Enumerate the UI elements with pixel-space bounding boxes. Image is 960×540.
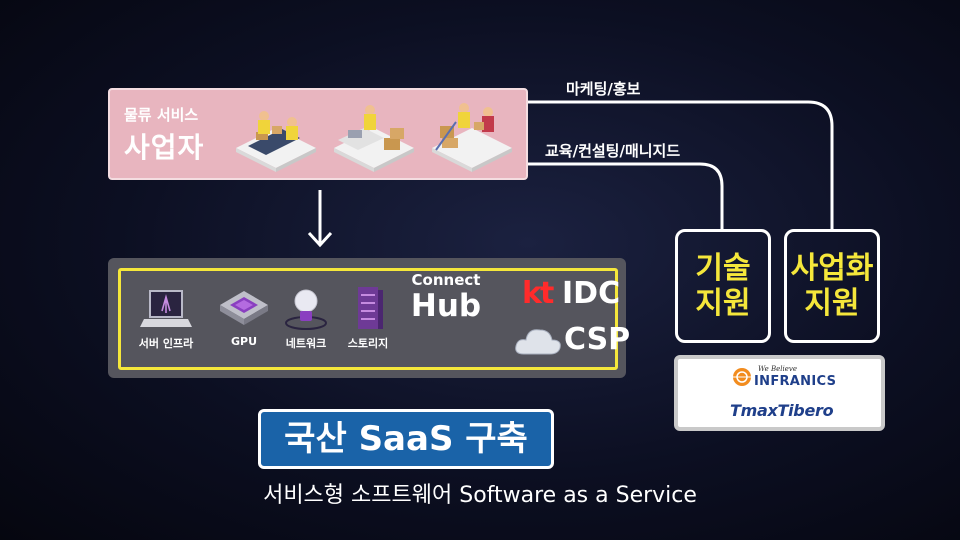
- tech-support-box: 기술 지원: [675, 229, 771, 343]
- provider-label-line2: 사업자: [124, 131, 205, 164]
- connect-hub-bottom: Hub: [410, 288, 482, 324]
- csp-label: CSP: [564, 322, 631, 357]
- infranics-logo-icon: [733, 368, 751, 386]
- business-support-line1: 사업화: [790, 251, 874, 286]
- chip-icon: [220, 291, 268, 325]
- infra-label-storage: 스토리지: [347, 337, 389, 350]
- laptop-icon: [140, 290, 192, 327]
- delivery-worker-icon: [432, 103, 512, 172]
- infrastructure-frame: 서버 인프라 GPU 네트워크: [118, 268, 618, 370]
- logistics-provider-box: 물류 서비스 사업자: [108, 88, 528, 180]
- infra-item-storage: 스토리지: [331, 287, 405, 361]
- infrastructure-box: 서버 인프라 GPU 네트워크: [108, 258, 626, 378]
- kt-logo: kt: [522, 276, 554, 311]
- infra-label-server: 서버 인프라: [138, 337, 194, 350]
- conveyor-worker-icon: [236, 111, 316, 172]
- page-title: 국산 SaaS 구축: [258, 409, 554, 469]
- packing-worker-icon: [334, 105, 414, 172]
- infra-item-network: 네트워크: [269, 287, 343, 361]
- infranics-tagline: We Believe: [758, 365, 797, 373]
- connect-hub-top: Connect: [411, 271, 481, 289]
- business-support-line2: 지원: [804, 286, 860, 321]
- infra-label-network: 네트워크: [285, 337, 327, 350]
- tmax-tibero-logo: TmaxTibero: [730, 401, 834, 420]
- infra-label-gpu: GPU: [230, 335, 258, 348]
- page-subtitle: 서비스형 소프트웨어 Software as a Service: [263, 483, 697, 508]
- tech-support-line1: 기술: [695, 251, 751, 286]
- infranics-logo: INFRANICS: [754, 374, 837, 389]
- infra-item-server: 서버 인프라: [129, 287, 203, 361]
- business-support-box: 사업화 지원: [784, 229, 880, 343]
- idc-label: IDC: [562, 276, 621, 311]
- down-arrow: [307, 190, 333, 248]
- tech-support-line2: 지원: [695, 286, 751, 321]
- provider-label-line1: 물류 서비스: [124, 106, 199, 124]
- education-label: 교육/컨설팅/매니지드: [545, 142, 681, 160]
- lightbulb-icon: [285, 289, 327, 330]
- server-rack-icon: [358, 287, 383, 329]
- education-connector: [528, 162, 724, 229]
- infra-item-gpu: GPU: [207, 287, 281, 361]
- cloud-icon: [515, 329, 561, 355]
- marketing-connector: [528, 100, 834, 229]
- partner-logos-box: We Believe INFRANICS TmaxTibero: [674, 355, 885, 431]
- marketing-label: 마케팅/홍보: [566, 80, 641, 98]
